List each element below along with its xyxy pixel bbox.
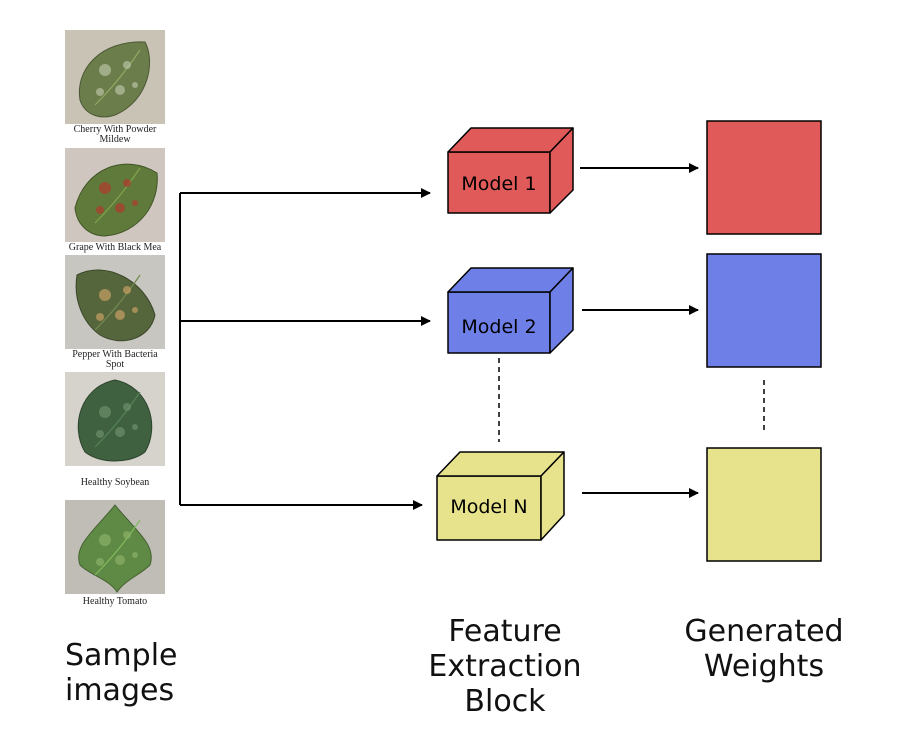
generated-weights-label: Generated Weights	[684, 614, 844, 684]
sample-image-pepper	[65, 255, 165, 349]
model-1-side-face	[549, 127, 574, 214]
weight-1-square	[706, 120, 822, 235]
weight-2-square	[706, 253, 822, 368]
sample-image-cherry	[65, 30, 165, 124]
sample-caption-grape: Grape With Black Mea	[68, 243, 162, 253]
input-connector	[179, 188, 431, 510]
model-n-label: Model N	[450, 496, 527, 518]
pepper-leaf-icon	[65, 255, 165, 349]
grape-leaf-icon	[65, 148, 165, 242]
model-2-label: Model 2	[461, 316, 536, 338]
model-2-cube: Model 2	[447, 267, 574, 354]
sample-caption-tomato: Healthy Tomato	[82, 597, 148, 607]
model-n-cube: Model N	[436, 451, 565, 541]
output-arrows	[580, 163, 699, 498]
sample-image-tomato	[65, 500, 165, 594]
sample-caption-pepper: Pepper With Bacteria Spot	[72, 350, 158, 370]
tomato-leaf-icon	[65, 500, 165, 594]
model-1-cube: Model 1	[447, 127, 574, 214]
sample-image-soybean	[65, 372, 165, 466]
sample-caption-soybean: Healthy Soybean	[80, 478, 150, 488]
weight-n-square	[706, 447, 822, 562]
sample-image-grape	[65, 148, 165, 242]
sample-caption-cherry: Cherry With Powder Mildew	[73, 125, 157, 145]
model-n-side-face	[540, 451, 565, 541]
sample-images-label: Sample images	[65, 638, 178, 708]
model-2-side-face	[549, 267, 574, 354]
model-1-label: Model 1	[461, 173, 536, 195]
cherry-leaf-icon	[65, 30, 165, 124]
soybean-leaf-icon	[65, 372, 165, 466]
feature-extraction-label: Feature Extraction Block	[428, 614, 582, 719]
